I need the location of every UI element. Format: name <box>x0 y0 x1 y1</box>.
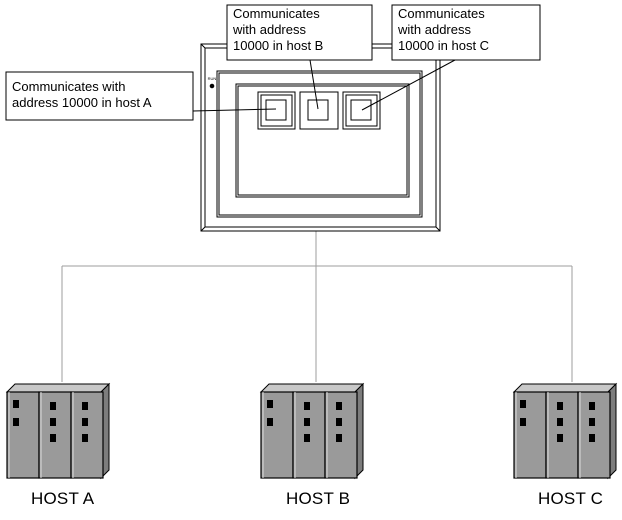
plc-indicator <box>557 418 563 426</box>
plc-indicator <box>304 434 310 442</box>
plc-indicator <box>82 434 88 442</box>
run-led-label: RUN <box>208 76 217 81</box>
panel-screen <box>235 83 410 198</box>
host-b-plc <box>259 382 365 480</box>
plc-indicator <box>82 418 88 426</box>
plc-indicator <box>82 402 88 410</box>
callout-host-a: Communicates with address 10000 in host … <box>12 79 152 110</box>
run-led-icon <box>209 83 215 89</box>
leader-host-b <box>309 59 319 110</box>
plc-indicator <box>520 418 526 426</box>
panel-screen-outer <box>216 70 423 218</box>
callout-box-host-a <box>5 71 194 121</box>
leader-host-c <box>361 59 456 111</box>
plc-indicator <box>589 434 595 442</box>
plc-indicator <box>557 434 563 442</box>
host-a-label: HOST A <box>31 489 95 508</box>
plc-indicator <box>304 418 310 426</box>
plc-module <box>513 391 547 479</box>
plc-indicator <box>267 418 273 426</box>
panel-screen-border <box>218 72 421 216</box>
callout-boxes <box>5 4 541 121</box>
leader-lines <box>192 59 456 112</box>
plc-indicator <box>336 402 342 410</box>
plc-indicator <box>50 418 56 426</box>
host-c-label: HOST C <box>538 489 604 508</box>
plc-indicator <box>336 418 342 426</box>
plc-indicator <box>520 400 526 408</box>
operator-panel: RUN <box>200 43 441 232</box>
plc-indicator <box>589 402 595 410</box>
switch-host-c <box>342 91 381 130</box>
network-wiring <box>61 231 573 382</box>
panel-bezel <box>204 47 437 228</box>
plc-indicator <box>13 400 19 408</box>
switch-host-a <box>257 91 296 130</box>
callout-box-host-c <box>391 4 541 61</box>
plc-module <box>6 391 40 479</box>
plc-indicator <box>336 434 342 442</box>
plc-indicator <box>557 402 563 410</box>
host-a-plc <box>5 382 111 480</box>
panel-outer-frame <box>200 43 441 232</box>
plc-indicator <box>589 418 595 426</box>
plc-indicator <box>304 402 310 410</box>
touch-switches <box>257 91 381 130</box>
plc-indicator <box>267 400 273 408</box>
plc-indicator <box>50 402 56 410</box>
switch-host-b <box>299 91 339 130</box>
plc-module <box>260 391 294 479</box>
callout-box-host-b <box>226 4 373 61</box>
plc-indicator <box>50 434 56 442</box>
host-c-plc <box>512 382 618 480</box>
callout-host-b: Communicates with address 10000 in host … <box>233 6 324 53</box>
leader-host-a <box>192 108 277 112</box>
callout-host-c: Communicates with address 10000 in host … <box>398 6 490 53</box>
host-b-label: HOST B <box>286 489 351 508</box>
plc-indicator <box>13 418 19 426</box>
